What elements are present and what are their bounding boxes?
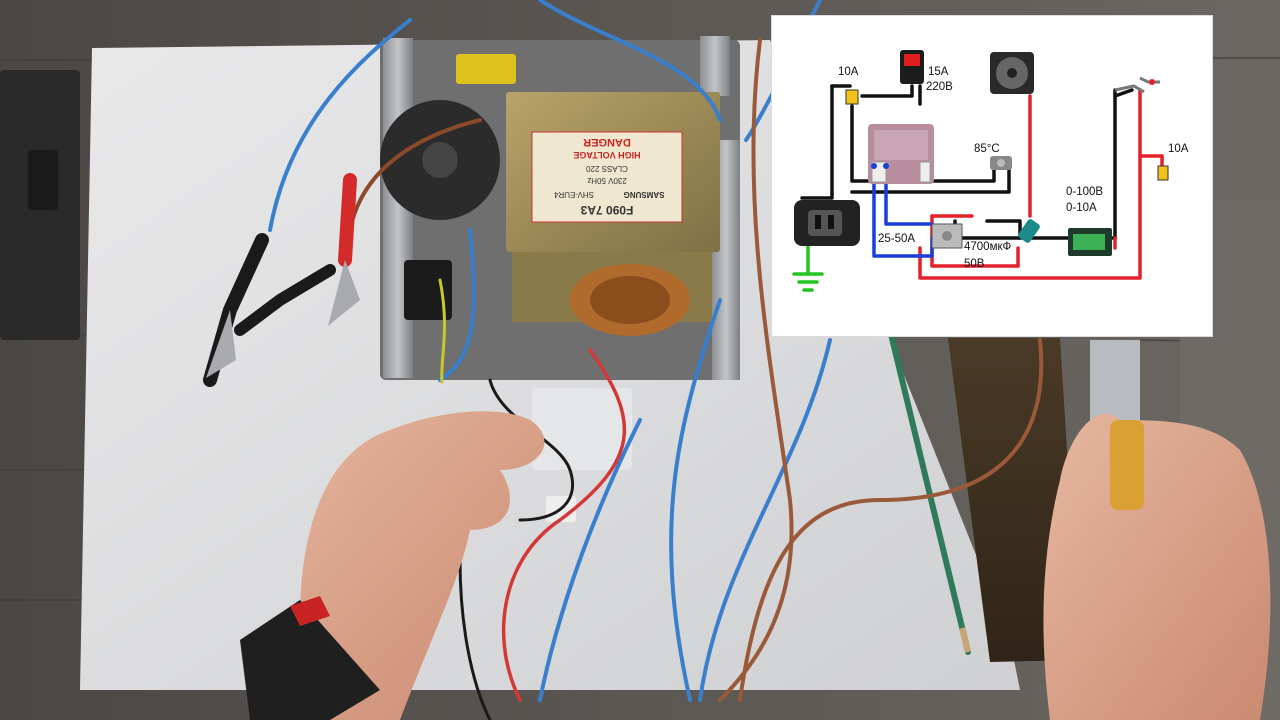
label-rating: 230V 50Hz	[587, 176, 627, 185]
label-meter-voltage: 0-100В	[1066, 186, 1104, 198]
volt-amp-meter-icon	[1068, 228, 1112, 256]
label-brand: SAMSUNG	[624, 190, 665, 199]
pencil	[887, 327, 971, 655]
diagram-drawing	[792, 50, 1169, 292]
iec-socket-icon	[794, 200, 860, 246]
label-capacitor-cap: 4700мкФ	[964, 241, 1012, 253]
ac-socket	[404, 260, 452, 320]
fuse-input-icon	[845, 89, 859, 105]
output-clip-black-icon	[1114, 84, 1145, 94]
rocker-switch-icon	[900, 50, 924, 84]
output-clip-red-icon	[1139, 76, 1160, 85]
fan-icon	[990, 52, 1034, 94]
transformer-icon	[868, 124, 934, 184]
wires	[268, 0, 1044, 720]
label-capacitor-voltage: 50В	[964, 258, 985, 270]
transformer-label	[531, 131, 683, 223]
wristwatch	[240, 600, 380, 720]
capacitor-icon	[1018, 219, 1040, 243]
label-class: CLASS 220	[586, 164, 628, 173]
label-warning-title: DANGER	[583, 136, 631, 148]
label-model-code: F090 7A3	[580, 203, 633, 217]
label-switch-voltage: 220В	[926, 81, 953, 93]
crocodile-clip-black	[203, 233, 336, 387]
bridge-rectifier-icon	[931, 223, 963, 249]
thermostat-icon	[990, 156, 1012, 170]
label-switch-current: 15A	[928, 66, 949, 78]
label-part-no: SHV-EUR4	[553, 190, 594, 199]
fuse-output-icon	[1157, 165, 1169, 181]
label-bridge: 25-50A	[878, 233, 916, 245]
microwave-transformer: F090 7A3 SHV-EUR4 SAMSUNG 230V 50Hz CLAS…	[456, 54, 720, 336]
label-meter-current: 0-10A	[1066, 202, 1097, 214]
tool-handle	[1110, 420, 1144, 510]
label-warning-sub: HIGH VOLTAGE	[573, 150, 640, 160]
label-fuse-input: 10A	[838, 66, 859, 78]
right-hand	[1043, 413, 1271, 720]
crocodile-clip-red	[328, 173, 360, 326]
label-fuse-output: 10A	[1168, 143, 1189, 155]
label-thermostat: 85°C	[974, 143, 1000, 155]
wiring-diagram: 10A 15A 220В 85°C 10A 0-100В 0-10A 25-50…	[772, 16, 1212, 336]
